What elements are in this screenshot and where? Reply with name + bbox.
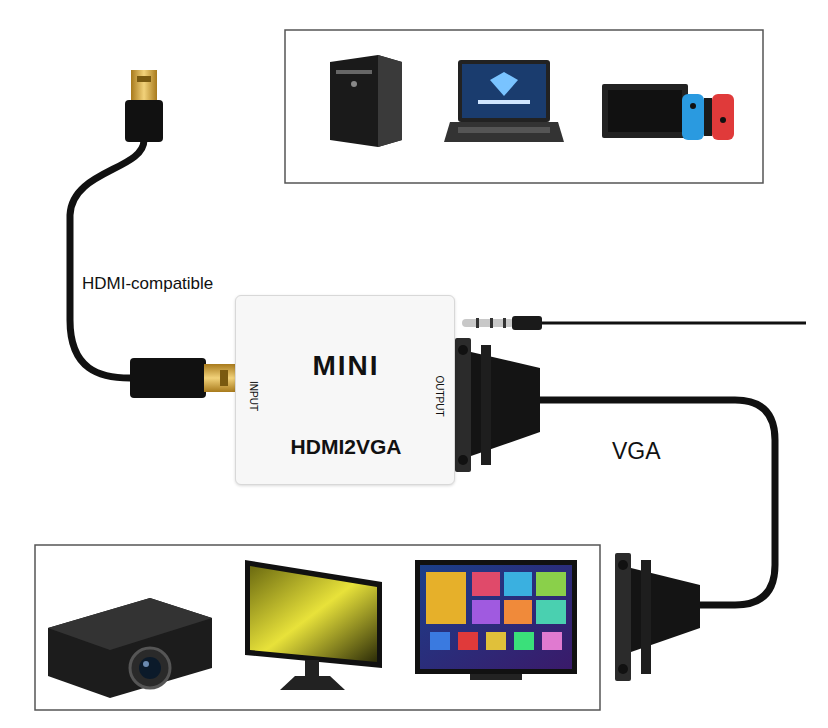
hdmi-plug	[130, 358, 235, 398]
hdmi-cable	[70, 140, 144, 378]
laptop	[444, 60, 564, 142]
brand-text: MINI	[312, 352, 379, 380]
port-label: INPUT	[248, 381, 258, 411]
monitor	[245, 560, 382, 690]
converter-box: MINI INPUT OUTPUT HDMI2VGA	[235, 295, 455, 485]
display-frame	[35, 545, 600, 710]
hdmi-plug	[125, 70, 163, 142]
vga-plug	[455, 338, 540, 472]
source-frame	[285, 30, 763, 183]
game-console	[602, 84, 734, 140]
cable-label: HDMI-compatible	[80, 274, 215, 294]
audio-jack	[462, 316, 806, 330]
pc-tower	[330, 55, 402, 147]
vga-plug	[615, 553, 700, 681]
tv	[415, 560, 577, 680]
projector	[48, 598, 212, 698]
cable-label: VGA	[610, 438, 663, 465]
model-text: HDMI2VGA	[291, 436, 402, 457]
port-label: OUTPUT	[434, 375, 444, 416]
